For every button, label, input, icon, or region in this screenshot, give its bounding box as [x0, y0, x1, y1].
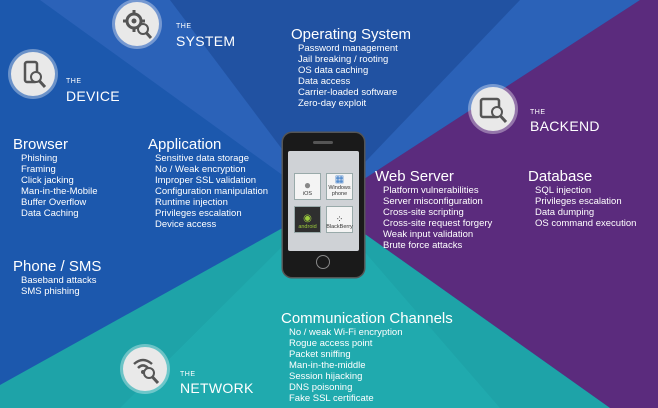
- list-item: OS data caching: [298, 65, 369, 76]
- list-item: Privileges escalation: [155, 208, 242, 219]
- list-item: Runtime injection: [155, 197, 228, 208]
- list-item: Man-in-the-middle: [289, 360, 366, 371]
- list-item: Platform vulnerabilities: [383, 185, 479, 196]
- list-item: OS command execution: [535, 218, 637, 229]
- list-item: Jail breaking / rooting: [298, 54, 389, 65]
- list-item: Device access: [155, 219, 217, 230]
- backend-badge: [471, 87, 515, 131]
- smartphone-illustration: ● iOS ▦ Windows phone ◉ android ⁘ BlackB…: [283, 133, 364, 277]
- list-item: Framing: [21, 164, 56, 175]
- application-title: Application: [148, 136, 222, 153]
- list-item: Zero-day exploit: [298, 98, 367, 109]
- communication-list: No / weak Wi-Fi encryption Rogue access …: [289, 327, 453, 404]
- communication-group: Communication Channels No / weak Wi-Fi e…: [281, 310, 453, 404]
- operating-system-title: Operating System: [291, 26, 412, 43]
- database-list: SQL injection Privileges escalation Data…: [535, 185, 636, 229]
- list-item: SMS phishing: [21, 286, 80, 297]
- android-icon: ◉: [303, 213, 312, 224]
- list-item: Data dumping: [535, 207, 595, 218]
- database-title: Database: [528, 168, 593, 185]
- home-button: [316, 255, 330, 269]
- blackberry-icon: ⁘: [335, 214, 344, 224]
- communication-title: Communication Channels: [281, 310, 453, 327]
- web-server-group: Web Server Platform vulnerabilities Serv…: [375, 168, 492, 251]
- application-group: Application Sensitive data storage No / …: [148, 136, 268, 230]
- system-sector-shade: [170, 0, 520, 205]
- browser-list: Phishing Framing Click jacking Man-in-th…: [21, 153, 98, 219]
- apple-icon: ●: [303, 178, 312, 192]
- list-item: Fake SSL certificate: [289, 393, 374, 404]
- list-item: Brute force attacks: [383, 240, 463, 251]
- network-the-label: THE: [180, 371, 196, 378]
- android-label: android: [298, 224, 317, 230]
- list-item: Buffer Overflow: [21, 197, 87, 208]
- list-item: Cross-site request forgery: [383, 218, 493, 229]
- list-item: Carrier-loaded software: [298, 87, 398, 98]
- list-item: Configuration manipulation: [155, 186, 269, 197]
- database-group: Database SQL injection Privileges escala…: [528, 168, 636, 229]
- system-badge: [115, 2, 159, 46]
- list-item: DNS poisoning: [289, 382, 353, 393]
- network-sector-shade: [120, 205, 500, 408]
- windows-icon: ▦: [334, 174, 345, 185]
- phone-speaker: [313, 141, 333, 144]
- blackberry-tile: ⁘ BlackBerry: [326, 206, 353, 233]
- list-item: Cross-site scripting: [383, 207, 464, 218]
- application-list: Sensitive data storage No / Weak encrypt…: [155, 153, 268, 230]
- list-item: Rogue access point: [289, 338, 373, 349]
- phone-sms-list: Baseband attacks SMS phishing: [21, 275, 101, 297]
- list-item: No / weak Wi-Fi encryption: [289, 327, 403, 338]
- browser-group: Browser Phishing Framing Click jacking M…: [13, 136, 98, 219]
- network-zone-label: NETWORK: [180, 380, 254, 396]
- ios-label: iOS: [302, 191, 313, 197]
- list-item: Click jacking: [21, 175, 74, 186]
- network-badge: [123, 347, 167, 391]
- list-item: Improper SSL validation: [155, 175, 257, 186]
- web-server-title: Web Server: [375, 168, 454, 185]
- browser-title: Browser: [13, 136, 69, 153]
- system-zone-label: SYSTEM: [176, 33, 236, 49]
- operating-system-group: Operating System Password management Jai…: [291, 26, 411, 109]
- backend-sector: [324, 0, 658, 408]
- windows-phone-label: Windows phone: [328, 185, 351, 197]
- backend-the-label: THE: [530, 109, 546, 116]
- operating-system-list: Password management Jail breaking / root…: [298, 43, 411, 109]
- android-tile: ◉ android: [294, 206, 321, 233]
- blackberry-label: BlackBerry: [326, 224, 353, 230]
- list-item: Packet sniffing: [289, 349, 351, 360]
- list-item: Baseband attacks: [21, 275, 97, 286]
- ios-tile: ● iOS: [294, 173, 321, 200]
- server-magnifier-icon: [479, 97, 508, 124]
- list-item: SQL injection: [535, 185, 592, 196]
- device-zone-label: DEVICE: [66, 88, 120, 104]
- backend-zone-label: BACKEND: [530, 118, 600, 134]
- list-item: Phishing: [21, 153, 58, 164]
- system-the-label: THE: [176, 23, 192, 30]
- device-badge: [11, 52, 55, 96]
- list-item: Weak input validation: [383, 229, 474, 240]
- phone-screen: ● iOS ▦ Windows phone ◉ android ⁘ BlackB…: [288, 151, 359, 251]
- phone-sms-title: Phone / SMS: [13, 258, 102, 275]
- list-item: Data Caching: [21, 208, 79, 219]
- list-item: Man-in-the-Mobile: [21, 186, 98, 197]
- device-the-label: THE: [66, 78, 82, 85]
- list-item: Privileges escalation: [535, 196, 622, 207]
- list-item: Server misconfiguration: [383, 196, 483, 207]
- wifi-magnifier-icon: [133, 358, 160, 384]
- windows-phone-tile: ▦ Windows phone: [326, 173, 353, 200]
- list-item: Session hijacking: [289, 371, 363, 382]
- gear-icon: [123, 10, 152, 39]
- list-item: Password management: [298, 43, 398, 54]
- phone-magnifier-icon: [23, 60, 47, 89]
- web-server-list: Platform vulnerabilities Server misconfi…: [383, 185, 492, 251]
- list-item: Sensitive data storage: [155, 153, 250, 164]
- list-item: Data access: [298, 76, 351, 87]
- list-item: No / Weak encryption: [155, 164, 246, 175]
- phone-sms-group: Phone / SMS Baseband attacks SMS phishin…: [13, 258, 101, 297]
